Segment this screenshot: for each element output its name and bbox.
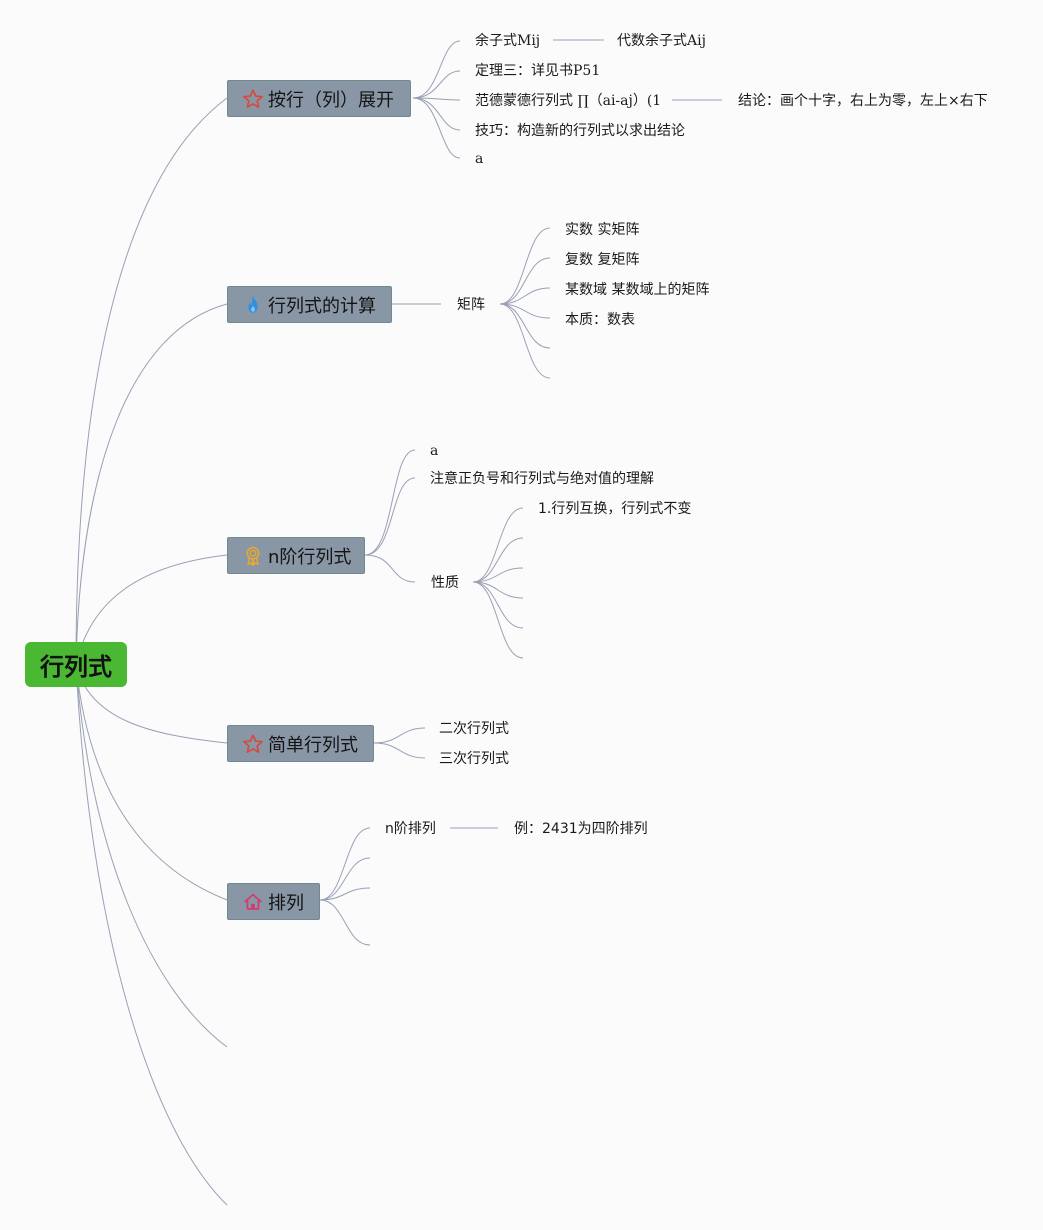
leaf-permutation-example[interactable]: 例：2431为四阶排列 (514, 821, 648, 837)
leaf-third-order[interactable]: 三次行列式 (439, 751, 509, 767)
branch-n-order-determinant[interactable]: n阶行列式 (227, 537, 365, 574)
branch-simple-determinant[interactable]: 简单行列式 (227, 725, 374, 762)
leaf-n-order-permutation[interactable]: n阶排列 (385, 821, 436, 837)
root-label: 行列式 (40, 653, 112, 681)
leaf-sign-note[interactable]: 注意正负号和行列式与绝对值的理解 (430, 471, 654, 487)
leaf-complex-matrix[interactable]: 复数 复矩阵 (565, 252, 640, 268)
root-node[interactable]: 行列式 (25, 642, 127, 687)
branch-row-column-expansion[interactable]: 按行（列）展开 (227, 80, 411, 117)
branch-label: 按行（列）展开 (268, 89, 394, 111)
leaf-algebraic-cofactor-aij[interactable]: 代数余子式Aij (617, 33, 706, 49)
leaf-a[interactable]: a (475, 151, 484, 167)
flame-icon (242, 294, 264, 316)
leaf-field-matrix[interactable]: 某数域 某数域上的矩阵 (565, 282, 710, 298)
leaf-real-matrix[interactable]: 实数 实矩阵 (565, 222, 640, 238)
star-icon (242, 88, 264, 110)
branch-permutation[interactable]: 排列 (227, 883, 320, 920)
leaf-properties[interactable]: 性质 (431, 575, 459, 591)
branch-label: 简单行列式 (268, 734, 358, 756)
branch-label: 行列式的计算 (268, 295, 376, 317)
leaf-cofactor-mij[interactable]: 余子式Mij (475, 33, 541, 49)
leaf-theorem-three[interactable]: 定理三：详见书P51 (475, 63, 601, 79)
leaf-vandermonde-conclusion[interactable]: 结论：画个十字，右上为零，左上×右下 (738, 93, 988, 109)
branch-determinant-calculation[interactable]: 行列式的计算 (227, 286, 392, 323)
star-icon (242, 733, 264, 755)
leaf-essence-number-table[interactable]: 本质：数表 (565, 312, 635, 328)
leaf-a[interactable]: a (430, 443, 439, 459)
leaf-vandermonde[interactable]: 范德蒙德行列式 ∏（ai-aj）(1 (475, 93, 662, 109)
leaf-transpose-property[interactable]: 1.行列互换，行列式不变 (538, 501, 692, 517)
leaf-second-order[interactable]: 二次行列式 (439, 721, 509, 737)
medal-icon (242, 545, 264, 567)
branch-label: n阶行列式 (268, 546, 352, 568)
leaf-technique[interactable]: 技巧：构造新的行列式以求出结论 (475, 123, 685, 139)
branch-label: 排列 (268, 892, 304, 914)
leaf-matrix[interactable]: 矩阵 (457, 297, 485, 313)
home-icon (242, 891, 264, 913)
